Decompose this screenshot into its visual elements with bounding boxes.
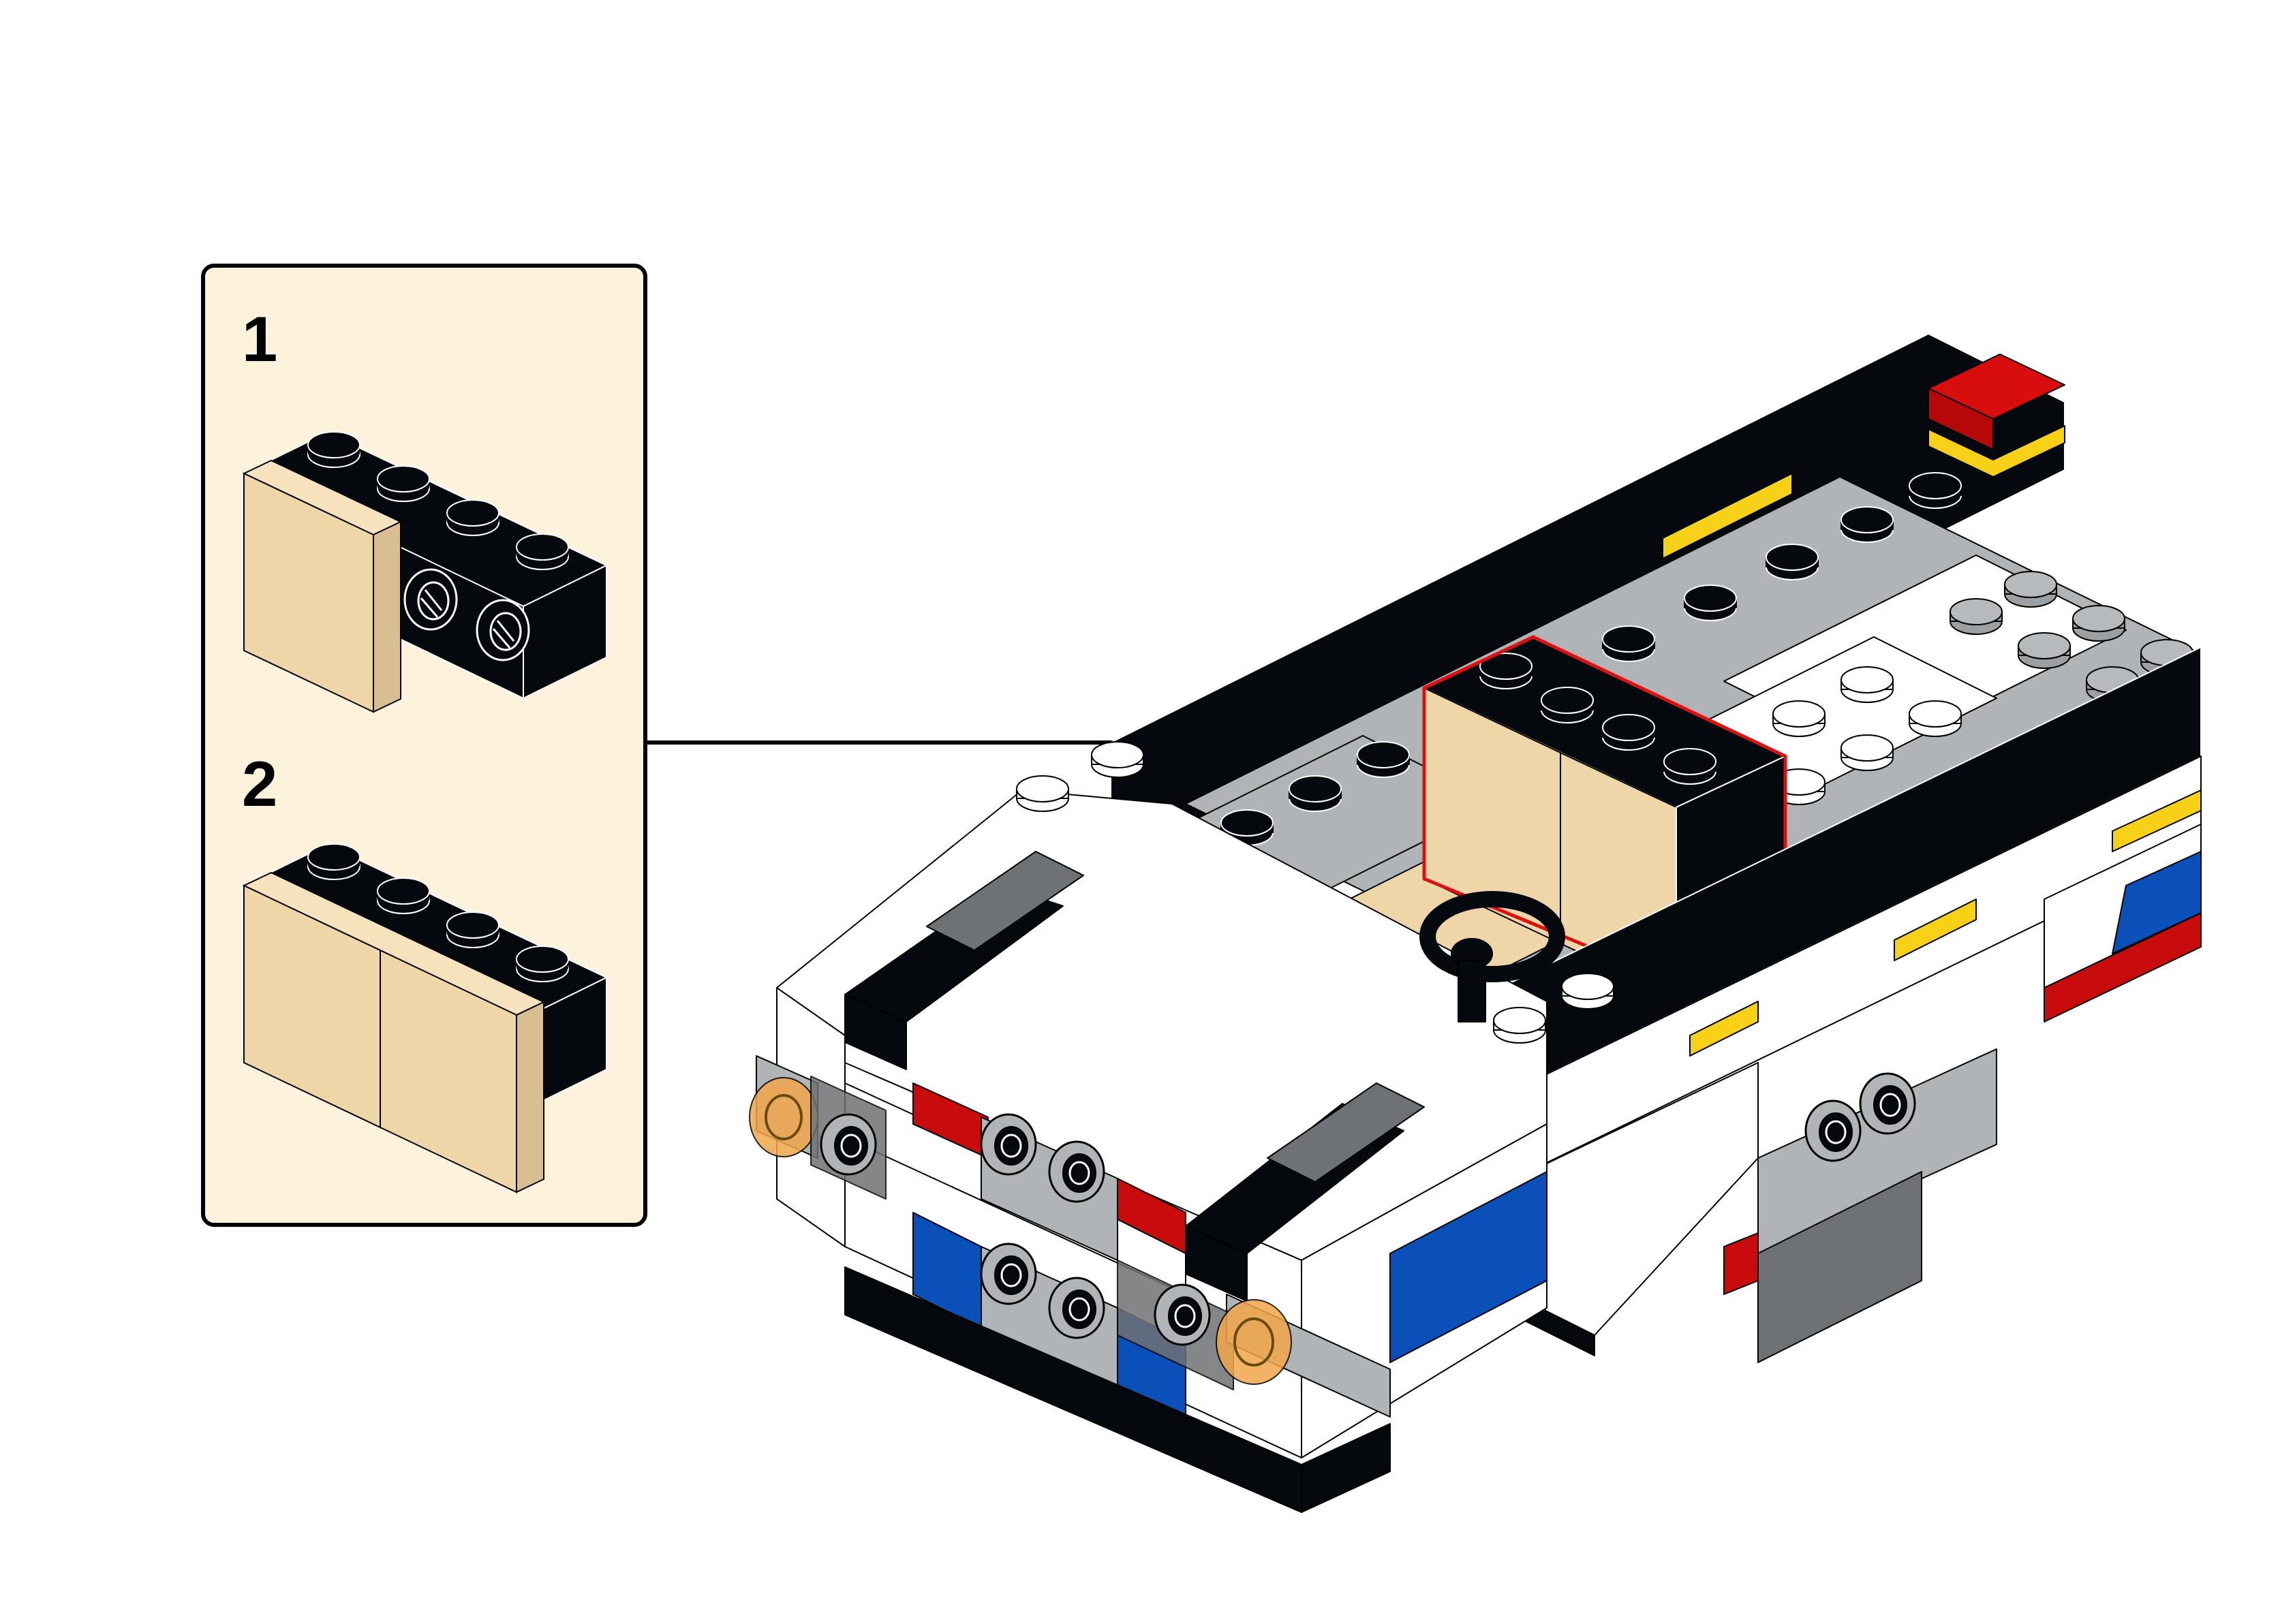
car-model xyxy=(749,333,2202,1513)
sub-assembly-callout: 1 2 xyxy=(201,264,647,1227)
steering-wheel xyxy=(1419,891,1565,1022)
step-number-2: 2 xyxy=(242,748,277,819)
step-2-assembly xyxy=(242,843,609,1193)
step-number-1: 1 xyxy=(242,303,277,375)
step-1-assembly xyxy=(242,431,609,713)
headlight-right xyxy=(1117,1260,1391,1418)
headlight-left xyxy=(749,1055,887,1200)
